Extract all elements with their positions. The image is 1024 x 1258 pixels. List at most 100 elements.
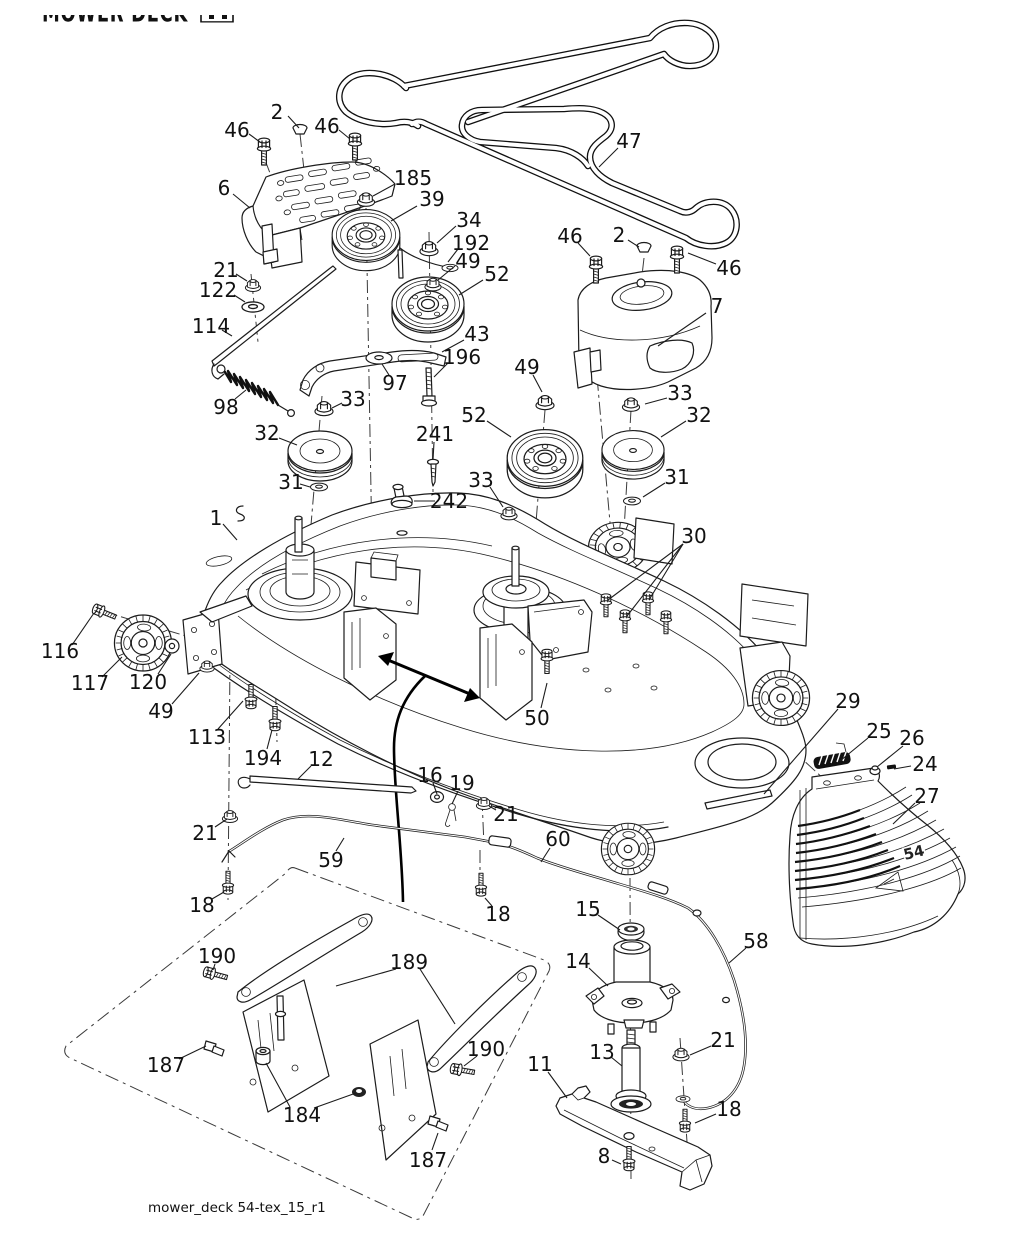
- callout-196: 196: [443, 345, 481, 369]
- callout-leader-189: [335, 968, 397, 987]
- part-nut-21-blade: [672, 1047, 690, 1062]
- part-belt-47-segment: [337, 71, 420, 128]
- part-mandrel-cover-7-segment: [589, 349, 602, 373]
- part-fitting-187-right-segment: [435, 1120, 449, 1132]
- part-chute-27-segment: [823, 780, 831, 786]
- part-baffle-6-segment-segment: [331, 163, 351, 172]
- deck-arrow-and-cable: [378, 652, 480, 903]
- part-spring-98-segment: [277, 404, 289, 412]
- callout-21: 21: [710, 1028, 735, 1052]
- part-chute-27-segment: [854, 775, 862, 781]
- part-screw-241: [426, 458, 440, 487]
- suspension-bracket-group-segment: [358, 917, 368, 927]
- callout-39: 39: [419, 187, 444, 211]
- suspension-bracket-group-segment: [249, 1078, 257, 1086]
- callout-leader-26: [876, 745, 904, 768]
- callout-2: 2: [613, 223, 626, 247]
- part-cable-59-segment: [221, 850, 236, 863]
- part-deck-housing-1-segment: [370, 557, 397, 581]
- callout-14: 14: [565, 949, 590, 973]
- callout-116: 116: [41, 639, 79, 663]
- part-baffle-6-segment-segment: [337, 190, 357, 199]
- callout-26: 26: [899, 726, 924, 750]
- part-fitting-187-left-segment: [211, 1045, 225, 1057]
- callout-leader-113: [217, 700, 244, 730]
- callout-192: 192: [452, 231, 490, 255]
- callout-2: 2: [271, 100, 284, 124]
- hardware-top-segment: [244, 279, 262, 292]
- part-baffle-6-segment-segment: [314, 196, 334, 205]
- part-shaft-13-segment: [626, 1033, 636, 1044]
- deck-wheel-bracket-left-segment: [192, 655, 199, 662]
- callout-15: 15: [575, 897, 600, 921]
- part-bolt-18-left: [221, 870, 235, 895]
- part-fitting-187-left: [203, 1040, 225, 1057]
- callout-leader-46: [577, 242, 591, 257]
- callout-194: 194: [244, 746, 282, 770]
- callout-32: 32: [686, 403, 711, 427]
- part-deck-housing-1-segment: [235, 505, 245, 522]
- callout-leader-117: [101, 656, 123, 678]
- part-bolt-18-right-segment-segment: [678, 1108, 692, 1133]
- part-deck-housing-1-segment: [537, 532, 749, 653]
- part-spindle-housing-14-segment: [649, 1021, 657, 1033]
- callout-leader-43: [441, 339, 465, 353]
- part-deck-housing-1-segment: [294, 515, 303, 521]
- part-idler-arm-43-segment: [315, 363, 325, 373]
- part-valve-242-segment: [396, 530, 408, 536]
- part-chute-27-segment-segment: [795, 824, 871, 846]
- part-deck-housing-1-segment: [285, 549, 315, 600]
- part-washer-97: [365, 351, 393, 365]
- callout-leader-187: [431, 1132, 439, 1151]
- part-pulley-32-right: [601, 397, 665, 506]
- part-spindle-housing-14-segment: [620, 941, 644, 951]
- callout-leader-59: [335, 837, 345, 852]
- hardware-top: [241, 123, 685, 313]
- centre-lines-segment: [299, 133, 305, 171]
- part-bolt-196-segment: [425, 371, 432, 390]
- deck-arrow-and-cable-segment: [378, 652, 394, 666]
- hardware-top-segment: [241, 301, 265, 313]
- part-spring-25-segment: [818, 748, 848, 766]
- part-bolt-190-right: [448, 1061, 476, 1079]
- part-valve-242-segment: [391, 499, 413, 509]
- part-chute-27-segment-segment: [795, 864, 901, 891]
- callout-60: 60: [545, 827, 570, 851]
- callout-leader-194: [266, 729, 273, 750]
- part-chute-27-segment: [883, 878, 895, 885]
- part-baffle-6: [241, 157, 396, 269]
- callout-11: 11: [527, 1052, 552, 1076]
- part-bolt-18-mid-segment: [474, 872, 488, 897]
- part-deck-housing-1-segment: [582, 667, 590, 673]
- part-deck-housing-1-segment: [209, 504, 539, 649]
- callout-leader-189: [419, 968, 456, 1025]
- part-bolt-18-left-segment: [221, 870, 235, 895]
- callout-21: 21: [192, 821, 217, 845]
- part-chute-27-segment: [797, 855, 961, 899]
- part-rod-114-segment: [211, 265, 337, 367]
- callout-13: 13: [589, 1040, 614, 1064]
- callout-leader-196: [433, 362, 449, 378]
- part-baffle-6-segment-segment: [354, 157, 372, 166]
- callout-30: 30: [681, 524, 706, 548]
- part-bolt-113-segment-segment: [244, 683, 258, 710]
- part-bracket-plate-right: [369, 1019, 437, 1161]
- callout-leader-46: [338, 129, 351, 140]
- part-deck-housing-1-segment: [632, 663, 640, 669]
- callout-leader-33: [644, 397, 668, 405]
- part-cable-60-58-segment: [647, 881, 669, 895]
- part-chute-27-segment: [815, 779, 875, 790]
- callout-leader-187: [178, 1045, 207, 1060]
- part-spindle-housing-14-segment: [623, 1019, 645, 1029]
- part-chute-27: 54: [788, 767, 966, 947]
- part-idler-pulley-52-right-segment: [535, 394, 555, 411]
- suspension-bracket-group-segment: [241, 987, 251, 997]
- part-rod-12-segment: [237, 776, 251, 789]
- part-idler-pulley-39-segment: [397, 249, 404, 279]
- callout-leader-21: [214, 818, 228, 828]
- callout-21: 21: [493, 802, 518, 826]
- callout-184: 184: [283, 1103, 321, 1127]
- callout-185: 185: [394, 166, 432, 190]
- callout-leader-21: [235, 273, 248, 282]
